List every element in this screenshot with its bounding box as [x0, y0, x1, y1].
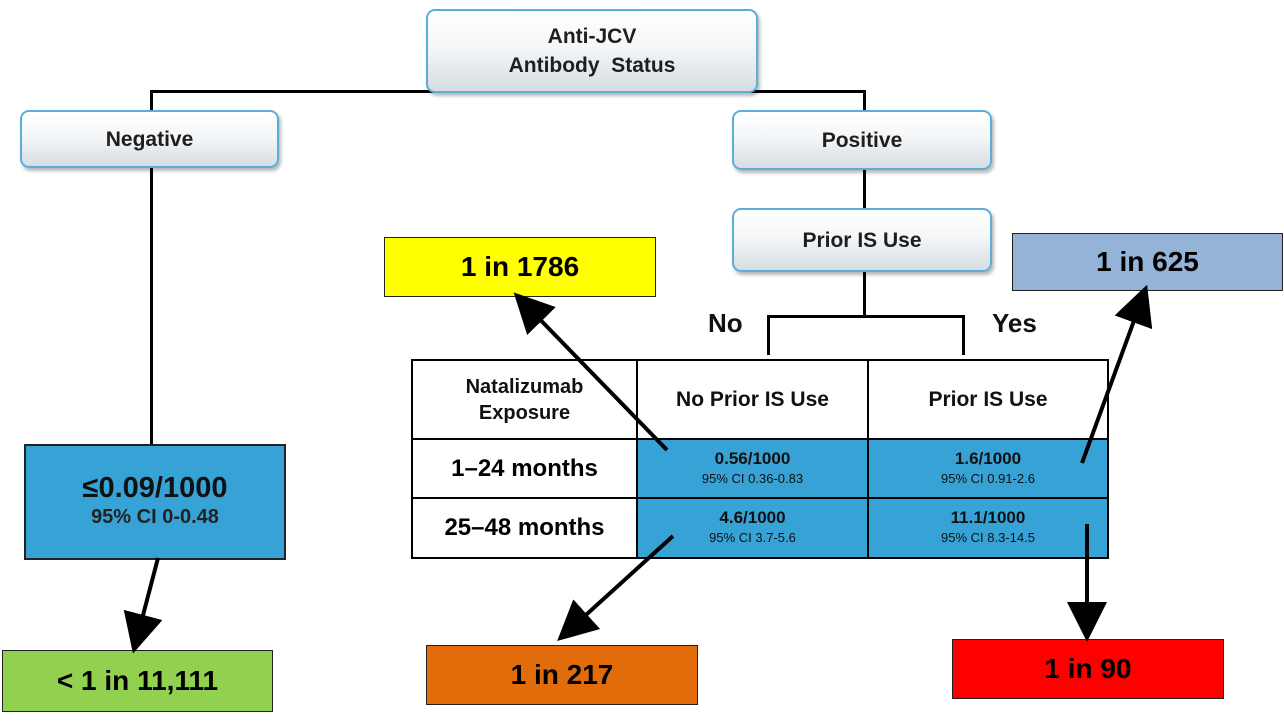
- cell-no-is-1-24: 0.56/1000 95% CI 0.36-0.83: [636, 438, 869, 499]
- arrow-no-is-1-24: [513, 292, 669, 452]
- arrow-negative: [123, 557, 163, 654]
- connector-branch-yes: [962, 315, 965, 355]
- outcome-negative-text: < 1 in 11,111: [56, 665, 219, 696]
- cell-value: 1.6/1000: [954, 448, 1022, 468]
- corner-line2: Exposure: [478, 401, 571, 424]
- outcome-negative: < 1 in 11,111: [2, 650, 273, 712]
- cell-ci: 95% CI 0.36-0.83: [701, 470, 804, 486]
- outcome-is-25-48: 1 in 90: [952, 639, 1224, 699]
- cell-value: 11.1/1000: [950, 508, 1026, 527]
- root-title-line2: Antibody Status: [508, 54, 676, 77]
- risk-table: Natalizumab Exposure No Prior IS Use Pri…: [411, 359, 1109, 559]
- cell-is-25-48: 11.1/1000 95% CI 8.3-14.5: [867, 497, 1109, 559]
- outcome-is-1-24-text: 1 in 625: [1096, 246, 1199, 277]
- col-header-no-prior-is: No Prior IS Use: [636, 359, 869, 440]
- outcome-no-is-25-48-text: 1 in 217: [510, 659, 614, 690]
- positive-node: Positive: [732, 110, 992, 170]
- cell-ci: 95% CI 8.3-14.5: [941, 530, 1035, 545]
- connector-branch-no: [767, 315, 770, 355]
- positive-label: Positive: [821, 128, 903, 152]
- connector-branch-horizontal: [767, 315, 965, 318]
- corner-line1: Natalizumab: [465, 375, 584, 398]
- col-header-prior-is: Prior IS Use: [867, 359, 1109, 440]
- cell-value: 4.6/1000: [719, 508, 786, 527]
- outcome-no-is-25-48: 1 in 217: [426, 645, 698, 705]
- negative-label: Negative: [105, 127, 194, 151]
- negative-risk-value: ≤0.09/1000: [82, 472, 228, 504]
- cell-is-1-24: 1.6/1000 95% CI 0.91-2.6: [867, 438, 1109, 499]
- outcome-no-is-1-24-text: 1 in 1786: [460, 251, 580, 282]
- cell-ci: 95% CI 0.91-2.6: [941, 470, 1035, 486]
- root-title-line1: Anti-JCV: [547, 25, 637, 48]
- outcome-is-25-48-text: 1 in 90: [1044, 653, 1132, 684]
- cell-value: 0.56/1000: [714, 448, 791, 468]
- row-header-1-24-months: 1–24 months: [411, 438, 638, 499]
- connector-negative-down: [150, 166, 153, 446]
- arrow-is-1-24: [1080, 284, 1153, 464]
- cell-ci: 95% CI 3.7-5.6: [709, 530, 796, 545]
- branch-label-no: No: [708, 308, 743, 338]
- prior-is-use-node: Prior IS Use: [732, 208, 992, 272]
- connector-to-positive: [863, 90, 866, 112]
- negative-risk-box: ≤0.09/1000 95% CI 0-0.48: [24, 444, 286, 560]
- prior-is-use-label: Prior IS Use: [802, 228, 922, 252]
- table-corner-header: Natalizumab Exposure: [411, 359, 638, 440]
- branch-label-yes: Yes: [992, 308, 1037, 338]
- negative-risk-ci: 95% CI 0-0.48: [91, 506, 219, 528]
- connector-positive-down: [863, 170, 866, 210]
- cell-no-is-25-48: 4.6/1000 95% CI 3.7-5.6: [636, 497, 869, 559]
- arrow-no-is-25-48: [557, 534, 675, 642]
- row-header-25-48-months: 25–48 months: [411, 497, 638, 559]
- root-node-anti-jcv: Anti-JCV Antibody Status: [426, 9, 758, 93]
- negative-node: Negative: [20, 110, 279, 168]
- connector-prior-is-down: [863, 272, 866, 317]
- connector-to-negative: [150, 90, 153, 112]
